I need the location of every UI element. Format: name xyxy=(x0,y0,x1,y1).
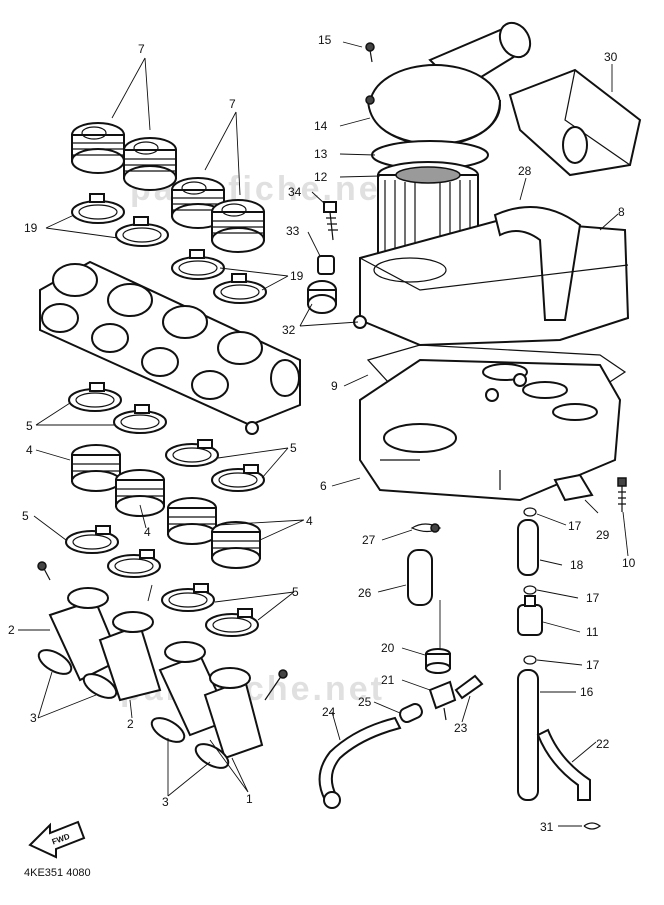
callout-34: 34 xyxy=(288,185,302,199)
callout-5a: 5 xyxy=(26,419,33,433)
air-box-bracket-30 xyxy=(508,68,642,177)
callout-6: 6 xyxy=(320,479,327,493)
carburetor-caps xyxy=(71,122,265,253)
callout-9: 9 xyxy=(331,379,338,393)
callout-29: 29 xyxy=(596,528,610,542)
hose-23 xyxy=(454,674,484,700)
air-box-cover xyxy=(365,21,532,147)
callout-19a: 19 xyxy=(24,221,38,235)
callout-20: 20 xyxy=(381,641,395,655)
hose-22 xyxy=(536,728,591,801)
clip-17-mid xyxy=(523,585,537,595)
carburetor-bank xyxy=(39,260,301,435)
screw-15 xyxy=(365,42,375,63)
upper-clamps xyxy=(71,193,267,304)
callout-numbers: 7 7 15 30 14 13 12 28 8 34 33 19 19 32 9… xyxy=(8,33,636,834)
callout-2a: 2 xyxy=(8,623,15,637)
joint-21 xyxy=(428,680,457,721)
callout-17c: 17 xyxy=(586,658,600,672)
callout-17b: 17 xyxy=(586,591,600,605)
callout-4a: 4 xyxy=(26,443,33,457)
intake-manifolds xyxy=(37,561,288,760)
bolt-34 xyxy=(323,201,338,241)
drain-cap-29 xyxy=(553,473,594,502)
callout-27: 27 xyxy=(362,533,376,547)
callout-28: 28 xyxy=(518,164,532,178)
air-box-upper-case xyxy=(353,206,630,347)
drawing-code: 4KE351 4080 xyxy=(24,867,91,879)
callout-23: 23 xyxy=(454,721,468,735)
clip-27 xyxy=(410,523,442,533)
leader-lines xyxy=(18,41,629,827)
callout-32: 32 xyxy=(282,323,296,337)
callout-11: 11 xyxy=(586,625,599,639)
callout-2b: 2 xyxy=(127,717,134,731)
forward-arrow: FWD xyxy=(28,820,86,859)
hose-24 xyxy=(318,716,402,809)
callout-3b: 3 xyxy=(162,795,169,809)
callout-7a: 7 xyxy=(138,42,145,56)
callout-13: 13 xyxy=(314,147,328,161)
clip-31 xyxy=(583,822,602,830)
callout-21: 21 xyxy=(381,673,395,687)
hose-16 xyxy=(517,669,539,801)
callout-33: 33 xyxy=(286,224,300,238)
callout-5b: 5 xyxy=(290,441,297,455)
clip-17-low xyxy=(523,655,537,665)
callout-5c: 5 xyxy=(22,509,29,523)
callout-24: 24 xyxy=(322,705,336,719)
callout-25: 25 xyxy=(358,695,372,709)
callout-14: 14 xyxy=(314,119,328,133)
bolt-10 xyxy=(617,477,627,512)
callout-12: 12 xyxy=(314,170,328,184)
lower-clamps-and-joints xyxy=(65,382,265,637)
manifold-gaskets xyxy=(37,649,230,769)
hose-26 xyxy=(407,549,433,606)
callout-31: 31 xyxy=(540,820,554,834)
hose-25 xyxy=(399,702,423,724)
callout-10: 10 xyxy=(622,556,636,570)
callout-19b: 19 xyxy=(290,269,304,283)
callout-3a: 3 xyxy=(30,711,37,725)
callout-22: 22 xyxy=(596,737,610,751)
clip-17-top xyxy=(523,507,537,517)
callout-30: 30 xyxy=(604,50,618,64)
callout-15: 15 xyxy=(318,33,332,47)
hose-18 xyxy=(517,519,539,576)
callout-17a: 17 xyxy=(568,519,582,533)
damper-20 xyxy=(425,648,451,674)
callout-4b: 4 xyxy=(144,525,151,539)
collar-33 xyxy=(317,255,335,275)
callout-4c: 4 xyxy=(306,514,313,528)
callout-5d: 5 xyxy=(292,585,299,599)
callout-26: 26 xyxy=(358,586,372,600)
callout-1: 1 xyxy=(246,792,253,806)
callout-18: 18 xyxy=(570,558,584,572)
air-box-lower-case xyxy=(359,358,622,502)
damper-11 xyxy=(517,595,543,636)
callout-7b: 7 xyxy=(229,97,236,111)
callout-8: 8 xyxy=(618,205,625,219)
grommet-32 xyxy=(307,280,337,314)
callout-16: 16 xyxy=(580,685,594,699)
